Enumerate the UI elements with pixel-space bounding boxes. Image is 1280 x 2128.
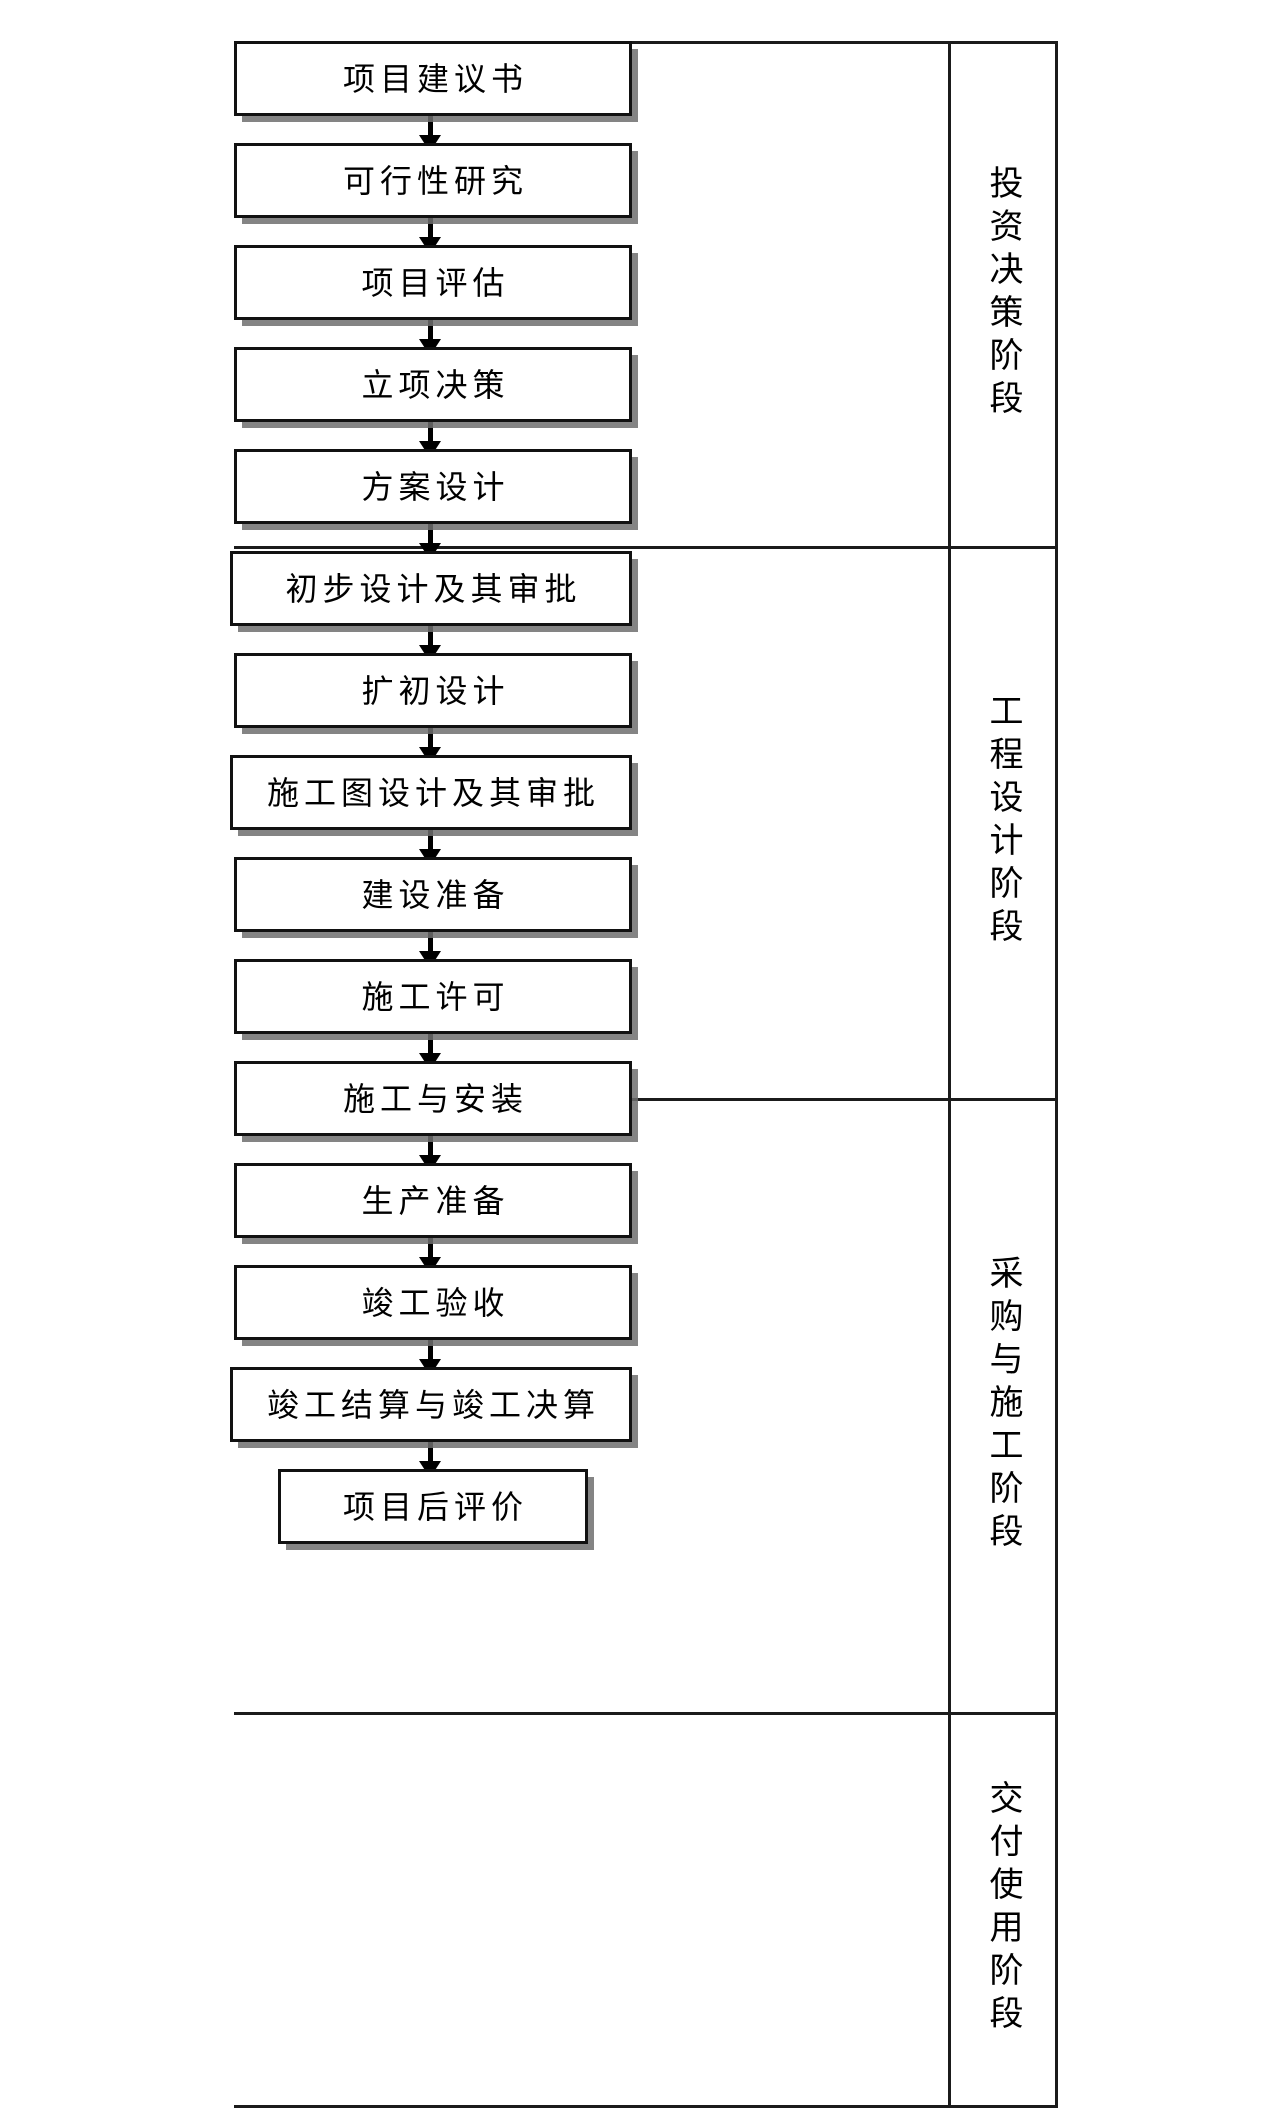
node-post-project-evaluation[interactable]: 项目后评价 [278,1469,588,1544]
phase-rule-1 [234,546,1058,549]
node-label: 生产准备 [361,1181,510,1220]
phase-rule-bottom [234,2105,1058,2108]
node-construction-drawing-design-approval[interactable]: 施工图设计及其审批 [230,755,632,830]
phase-rule-3 [234,1712,1058,1715]
phase-rule-top [234,41,1058,44]
node-label: 扩初设计 [361,671,510,710]
node-label: 竣工验收 [361,1283,510,1322]
node-label: 初步设计及其审批 [285,569,582,608]
phase-rule-2 [234,1098,1058,1101]
node-label: 项目评估 [361,263,510,302]
phase-label-delivery-and-use: 交付使用阶段 [951,1712,1055,2105]
phase-column-right-border [1055,41,1058,2108]
node-completion-acceptance[interactable]: 竣工验收 [234,1265,632,1340]
node-scheme-design[interactable]: 方案设计 [234,449,632,524]
node-construction-and-installation[interactable]: 施工与安装 [234,1061,632,1136]
node-label: 竣工结算与竣工决算 [266,1385,600,1424]
node-final-settlement-and-accounts[interactable]: 竣工结算与竣工决算 [230,1367,632,1442]
node-project-appraisal[interactable]: 项目评估 [234,245,632,320]
node-production-preparation[interactable]: 生产准备 [234,1163,632,1238]
phase-caption-text: 投资决策阶段 [983,164,1023,423]
phase-label-procurement-construction: 采购与施工阶段 [951,1098,1055,1712]
node-label: 施工图设计及其审批 [266,773,600,812]
node-label: 可行性研究 [342,161,528,200]
phase-caption-text: 交付使用阶段 [983,1779,1023,2038]
node-project-approval-decision[interactable]: 立项决策 [234,347,632,422]
phase-caption-text: 工程设计阶段 [983,693,1023,951]
node-preliminary-design-approval[interactable]: 初步设计及其审批 [230,551,632,626]
phase-column-divider [948,41,951,2108]
node-feasibility-study[interactable]: 可行性研究 [234,143,632,218]
node-label: 项目建议书 [342,59,528,98]
node-label: 建设准备 [361,875,510,914]
phase-label-engineering-design: 工程设计阶段 [951,546,1055,1098]
phase-caption-text: 采购与施工阶段 [983,1254,1023,1556]
node-extended-preliminary-design[interactable]: 扩初设计 [234,653,632,728]
node-label: 施工许可 [361,977,510,1016]
node-label: 方案设计 [361,467,510,506]
node-label: 项目后评价 [342,1487,528,1526]
node-construction-permit[interactable]: 施工许可 [234,959,632,1034]
node-label: 立项决策 [361,365,510,404]
node-construction-preparation[interactable]: 建设准备 [234,857,632,932]
phase-label-investment-decision: 投资决策阶段 [951,41,1055,546]
node-project-proposal[interactable]: 项目建议书 [234,41,632,116]
node-label: 施工与安装 [342,1079,528,1118]
